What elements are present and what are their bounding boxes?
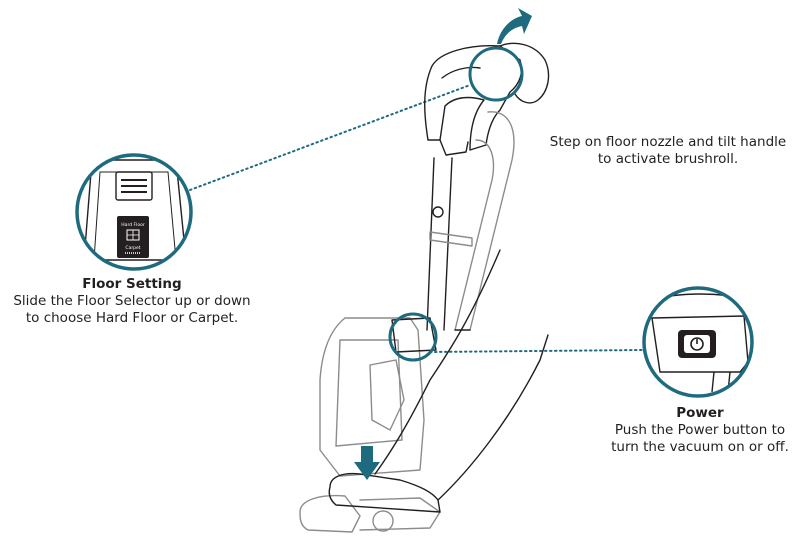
switch-highlight-circle	[388, 312, 438, 362]
grip-highlight-circle	[468, 46, 524, 102]
floor-selector-icon	[115, 171, 153, 201]
floor-setting-title: Floor Setting	[82, 276, 182, 292]
power-zoom	[642, 286, 754, 398]
power-leader-line	[429, 349, 643, 353]
power-title: Power	[676, 405, 724, 421]
floor-nozzle	[299, 494, 361, 533]
leg	[374, 249, 549, 501]
power-line1: Push the Power button to	[614, 422, 786, 438]
canister-inner	[335, 339, 403, 447]
down-arrow-icon	[354, 446, 380, 480]
leader-lines	[189, 84, 643, 353]
canister	[319, 317, 425, 477]
nozzle-body	[359, 497, 441, 531]
hand	[499, 42, 550, 104]
canister-detail	[369, 359, 405, 431]
power-caption: Power Push the Power button to turn the …	[596, 405, 804, 456]
floor-selector-zoom: Hard Floor Carpet	[75, 153, 193, 271]
tilt-arrow-icon	[497, 8, 532, 44]
tilt-caption-line2: to activate brushroll.	[597, 151, 739, 167]
handle-grip-inner	[441, 66, 481, 79]
power-icon	[678, 330, 716, 358]
floor-setting-line2: to choose Hard Floor or Carpet.	[25, 310, 239, 326]
wand-clip	[429, 231, 473, 247]
wand-knob	[432, 206, 444, 218]
hose	[454, 111, 515, 331]
nozzle-wheel	[372, 510, 394, 532]
selector-hard-floor-label: Hard Floor	[121, 222, 145, 228]
tilt-caption: Step on floor nozzle and tilt handle to …	[538, 134, 798, 168]
switch-housing	[391, 317, 437, 353]
vacuum-cleaner	[299, 42, 550, 533]
wand	[426, 157, 453, 331]
tilt-caption-line1: Step on floor nozzle and tilt handle	[549, 134, 787, 150]
shoe	[328, 472, 441, 513]
handle-hook	[439, 139, 469, 156]
floor-leader-line	[189, 84, 471, 191]
power-line2: turn the vacuum on or off.	[611, 439, 789, 455]
selector-carpet-label: Carpet	[125, 245, 140, 251]
floor-setting-caption: Floor Setting Slide the Floor Selector u…	[0, 276, 264, 327]
floor-setting-line1: Slide the Floor Selector up or down	[13, 293, 251, 309]
